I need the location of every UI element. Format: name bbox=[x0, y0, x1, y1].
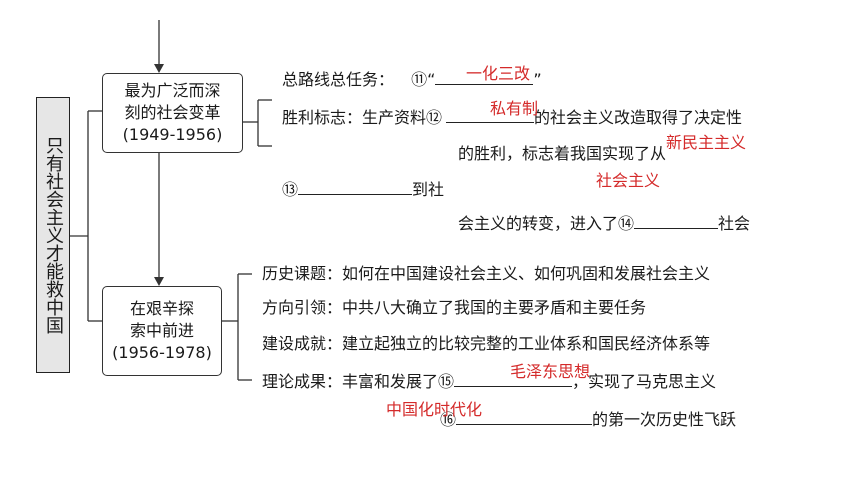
answer-15: 毛泽东思想 bbox=[510, 362, 591, 381]
item-number: ⑪ bbox=[411, 70, 428, 89]
phase1-box: 最为广泛而深 刻的社会变革 (1949-1956) bbox=[102, 73, 243, 153]
answer-16: 中国化时代化 bbox=[386, 400, 483, 419]
answer-blank-11 bbox=[435, 68, 534, 85]
answer-12: 私有制 bbox=[490, 99, 539, 118]
item-text: 的社会主义改造取得了决定性 bbox=[534, 108, 743, 127]
quote-open: “ bbox=[427, 70, 436, 89]
item-text: 会主义的转变，进入了 bbox=[458, 214, 619, 233]
item-label: 理论成果：丰富和发展了 bbox=[262, 372, 439, 391]
answer-14: 社会主义 bbox=[596, 171, 661, 190]
phase2-box-line: 索中前进 bbox=[129, 321, 194, 340]
item-number: ⑭ bbox=[618, 214, 635, 233]
item-number: ⑯ bbox=[440, 410, 457, 429]
answer-blank-12 bbox=[446, 106, 535, 123]
quote-close: ” bbox=[533, 70, 542, 89]
item-label: 胜利标志：生产资料 bbox=[282, 108, 427, 127]
item-number: ⑬ bbox=[282, 180, 299, 199]
phase1-box-line: 最为广泛而深 bbox=[124, 81, 221, 100]
item-general-line: 总路线总任务： ⑪“ ” bbox=[282, 68, 542, 90]
phase2-box: 在艰辛探 索中前进 (1956-1978) bbox=[102, 286, 222, 376]
item-victory-sign: 胜利标志：生产资料⑫ 的社会主义改造取得了决定性 bbox=[282, 106, 742, 128]
item-victory-line2: 的胜利，标志着我国实现了从 bbox=[458, 144, 667, 163]
item-victory-line4: 会主义的转变，进入了⑭ 社会 bbox=[458, 212, 750, 234]
item-text: 的第一次历史性飞跃 bbox=[592, 410, 737, 429]
item-text: ，实现了马克思主义 bbox=[572, 372, 717, 391]
phase2-box-line: 在艰辛探 bbox=[129, 299, 194, 318]
phase2-box-line: (1956-1978) bbox=[112, 343, 212, 362]
answer-blank-14 bbox=[634, 212, 719, 229]
vertical-title: 只有社会主义才能救中国 bbox=[43, 136, 64, 334]
item-theory: 理论成果：丰富和发展了⑮ ，实现了马克思主义 bbox=[262, 370, 716, 392]
phase1-box-line: 刻的社会变革 bbox=[124, 103, 221, 122]
item-theory-line2: ⑯ 的第一次历史性飞跃 bbox=[440, 408, 736, 430]
item-label: 总路线总任务： bbox=[282, 70, 395, 89]
item-direction: 方向引领：中共八大确立了我国的主要矛盾和主要任务 bbox=[262, 298, 647, 317]
item-victory-line3: ⑬ 到社 bbox=[282, 178, 444, 200]
item-historical-topic: 历史课题：如何在中国建设社会主义、如何巩固和发展社会主义 bbox=[262, 264, 711, 283]
item-achievement: 建设成就：建立起独立的比较完整的工业体系和国民经济体系等 bbox=[262, 334, 711, 353]
answer-blank-16 bbox=[456, 408, 593, 425]
answer-11: 一化三改 bbox=[466, 64, 531, 83]
answer-13: 新民主主义 bbox=[666, 133, 747, 152]
vertical-title-box: 只有社会主义才能救中国 bbox=[36, 97, 70, 373]
answer-blank-13 bbox=[298, 178, 413, 195]
item-number: ⑫ bbox=[426, 108, 443, 127]
item-number: ⑮ bbox=[438, 372, 455, 391]
item-text: 到社 bbox=[412, 180, 445, 199]
phase1-box-line: (1949-1956) bbox=[122, 125, 223, 144]
answer-blank-15 bbox=[454, 370, 573, 387]
item-text: 社会 bbox=[718, 214, 751, 233]
